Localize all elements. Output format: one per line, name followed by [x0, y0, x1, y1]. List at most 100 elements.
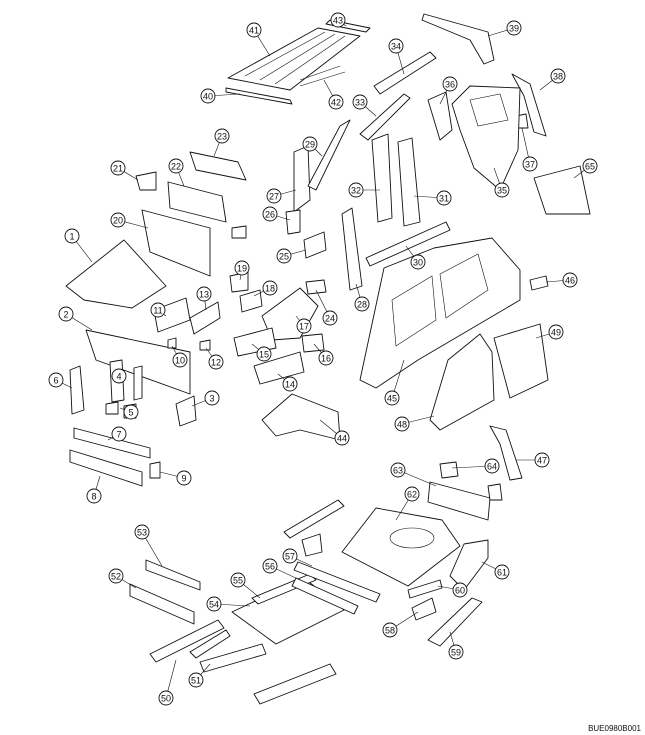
roof-bows: [299, 65, 346, 87]
callout-label: 46: [565, 276, 575, 286]
callout-label: 34: [391, 42, 401, 52]
bracket-64: [439, 461, 503, 501]
callout-8: 8: [86, 488, 102, 504]
callout-label: 49: [551, 328, 561, 338]
wheelhouse-lower: [253, 351, 305, 385]
front-side-member: [69, 365, 85, 415]
callout-34: 34: [388, 38, 404, 54]
callout-label: 1: [69, 232, 74, 242]
callout-17: 17: [296, 318, 312, 334]
callout-circle: [111, 426, 127, 442]
callout-47: 47: [534, 452, 550, 468]
callout-label: 12: [211, 358, 221, 368]
callout-circle: [230, 572, 246, 588]
callout-48: 48: [394, 416, 410, 432]
callout-circle: [436, 190, 452, 206]
floor-tunnel-56: [291, 577, 359, 615]
callout-circle: [262, 558, 278, 574]
callout-circle: [494, 564, 510, 580]
callout-label: 13: [199, 290, 209, 300]
callout-65: 65: [582, 158, 598, 174]
callout-circle: [266, 188, 282, 204]
callout-circle: [64, 228, 80, 244]
callout-circle: [234, 260, 250, 276]
callout-label: 14: [285, 380, 295, 390]
callout-label: 58: [385, 626, 395, 636]
callout-label: 6: [53, 376, 58, 386]
callout-label: 23: [217, 132, 227, 142]
rear-door: [493, 323, 549, 399]
callout-label: 27: [269, 192, 279, 202]
frame-rail-51: [189, 629, 267, 673]
callout-label: 39: [509, 24, 519, 34]
callout-52: 52: [108, 568, 124, 584]
callout-label: 47: [537, 456, 547, 466]
callout-circle: [123, 404, 139, 420]
callout-circle: [382, 622, 398, 638]
callout-circle: [390, 462, 406, 478]
callout-26: 26: [262, 206, 278, 222]
center-pillar-inner: [371, 133, 393, 223]
callout-39: 39: [506, 20, 522, 36]
front-crossmember: [73, 427, 151, 459]
cowl-top: [167, 181, 227, 223]
part-drawings: [65, 13, 591, 705]
callout-6: 6: [48, 372, 64, 388]
center-pillar-outer: [397, 137, 421, 227]
callout-circle: [176, 470, 192, 486]
callout-9: 9: [176, 470, 192, 486]
callout-58: 58: [382, 622, 398, 638]
callout-18: 18: [262, 280, 278, 296]
callout-circle: [262, 206, 278, 222]
callout-11: 11: [150, 302, 166, 318]
callout-label: 17: [299, 322, 309, 332]
callout-37: 37: [522, 156, 538, 172]
callout-circle: [506, 20, 522, 36]
callout-16: 16: [318, 350, 334, 366]
bracket-16: [301, 333, 325, 353]
callout-14: 14: [282, 376, 298, 392]
callout-circle: [134, 524, 150, 540]
callout-label: 10: [175, 356, 185, 366]
bumper-reinforcement: [69, 449, 143, 487]
callout-circle: [246, 22, 262, 38]
callout-circle: [534, 452, 550, 468]
callout-circle: [282, 376, 298, 392]
callout-22: 22: [168, 158, 184, 174]
callout-4: 4: [111, 368, 127, 384]
small-clip-12: [199, 339, 211, 351]
frame-rail-50b: [253, 663, 337, 705]
callout-label: 21: [113, 164, 123, 174]
callout-label: 51: [191, 676, 201, 686]
callout-12: 12: [208, 354, 224, 370]
front-fender: [261, 393, 341, 441]
small-bracket-20: [231, 225, 247, 239]
callout-circle: [348, 182, 364, 198]
frame-side-52: [129, 583, 195, 625]
callout-circle: [276, 248, 292, 264]
callout-circle: [352, 94, 368, 110]
bracket-58: [411, 597, 437, 621]
floor-side-member-57: [293, 561, 381, 603]
callout-label: 16: [321, 354, 331, 364]
callout-circle: [334, 430, 350, 446]
callout-circle: [204, 390, 220, 406]
callout-29: 29: [302, 136, 318, 152]
callout-53: 53: [134, 524, 150, 540]
roof-side-rail: [373, 51, 437, 95]
callout-label: 62: [407, 490, 417, 500]
callout-label: 61: [497, 568, 507, 578]
callout-20: 20: [110, 212, 126, 228]
callout-circle: [282, 548, 298, 564]
callout-21: 21: [110, 160, 126, 176]
callout-24: 24: [322, 310, 338, 326]
figure-code: BUE0980B001: [588, 724, 641, 733]
d-pillar-inner: [511, 73, 547, 137]
callout-label: 26: [265, 210, 275, 220]
rear-header-rail: [421, 13, 495, 65]
side-sill: [365, 221, 451, 267]
callout-circle: [404, 486, 420, 502]
callout-label: 38: [553, 72, 563, 82]
